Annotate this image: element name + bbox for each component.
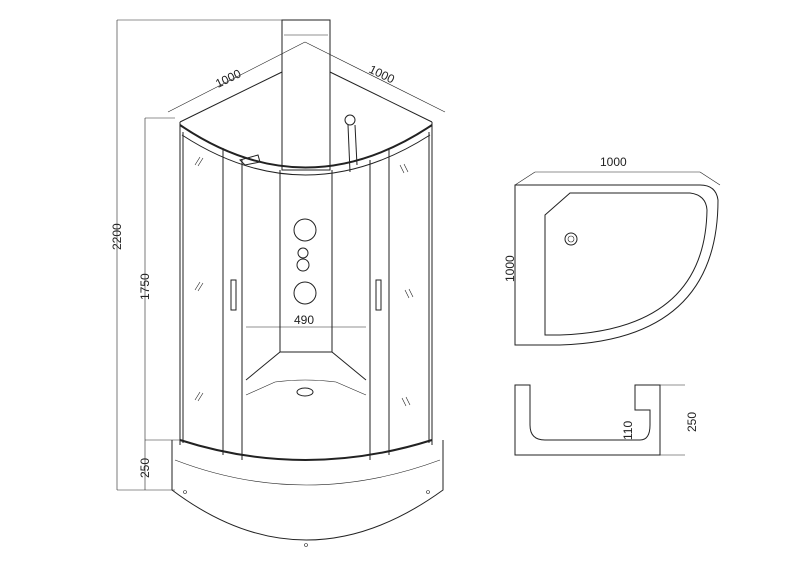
tray-section-height-label: 250	[685, 412, 699, 432]
total-height-label: 2200	[110, 223, 124, 250]
width-left-label: 1000	[213, 66, 243, 90]
tray-section-view	[514, 384, 685, 456]
hand-shower	[344, 114, 358, 173]
cabin-outline	[171, 19, 444, 547]
tray-height-label: 250	[138, 458, 152, 478]
tray-width-label: 1000	[600, 155, 627, 169]
faucet	[239, 154, 261, 166]
width-right-label: 1000	[367, 62, 397, 86]
tray-inner-depth-label: 110	[621, 421, 635, 440]
height-dimension-lines	[116, 19, 300, 491]
column-width-label: 490	[294, 313, 314, 327]
width-dimension-lines	[167, 41, 446, 113]
tray-depth-label: 1000	[503, 255, 517, 282]
glass-height-label: 1750	[138, 273, 152, 300]
shower-jets	[293, 218, 317, 305]
tray-plan-view	[514, 171, 721, 346]
